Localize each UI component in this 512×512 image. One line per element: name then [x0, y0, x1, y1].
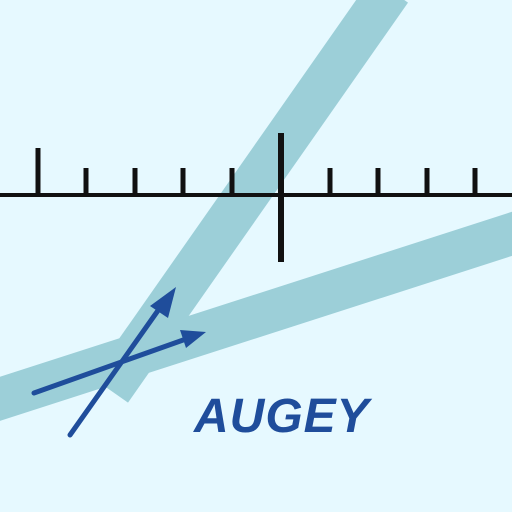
steep-arrow-shaft — [67, 299, 167, 438]
flat-band — [0, 211, 512, 421]
brand-wordmark: AUGEY — [193, 390, 373, 443]
scale-ruler — [0, 133, 512, 262]
crossing-arrows — [31, 287, 206, 438]
steep-arrow-head — [150, 287, 176, 318]
flat-arrow-head — [180, 330, 206, 348]
diagonal-band — [91, 0, 409, 403]
flat-arrow-shaft — [31, 336, 189, 396]
